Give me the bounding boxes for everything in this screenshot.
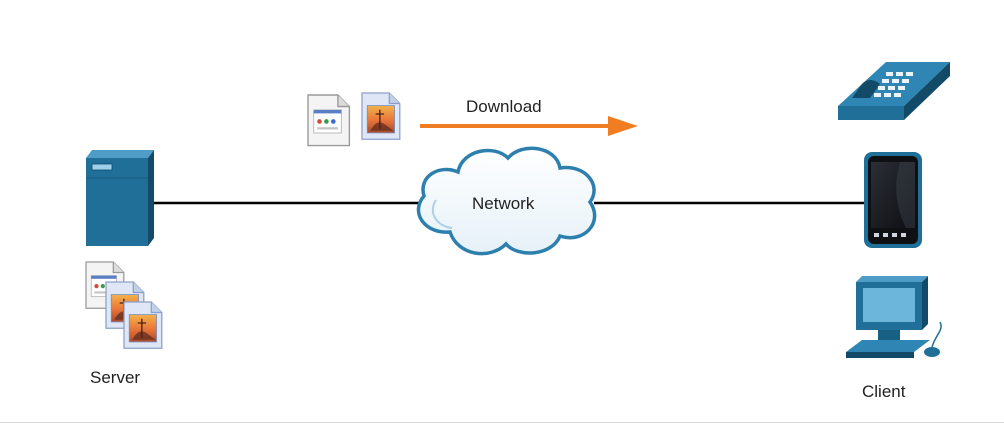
bottom-border <box>0 422 1004 423</box>
smartphone-icon <box>864 152 922 248</box>
desktop-computer-icon <box>846 276 942 358</box>
client-label: Client <box>862 382 906 401</box>
server-label: Server <box>90 368 141 387</box>
download-label: Download <box>466 97 542 116</box>
photo-document-icon <box>361 92 401 140</box>
network-label: Network <box>472 194 535 213</box>
desk-phone-icon <box>838 62 950 120</box>
cloud-icon <box>416 146 597 256</box>
transfer-files <box>308 92 401 146</box>
document-icon <box>308 95 349 146</box>
download-arrow <box>420 116 638 136</box>
server-tower-icon <box>86 150 154 246</box>
document-stack-icon <box>86 262 163 349</box>
